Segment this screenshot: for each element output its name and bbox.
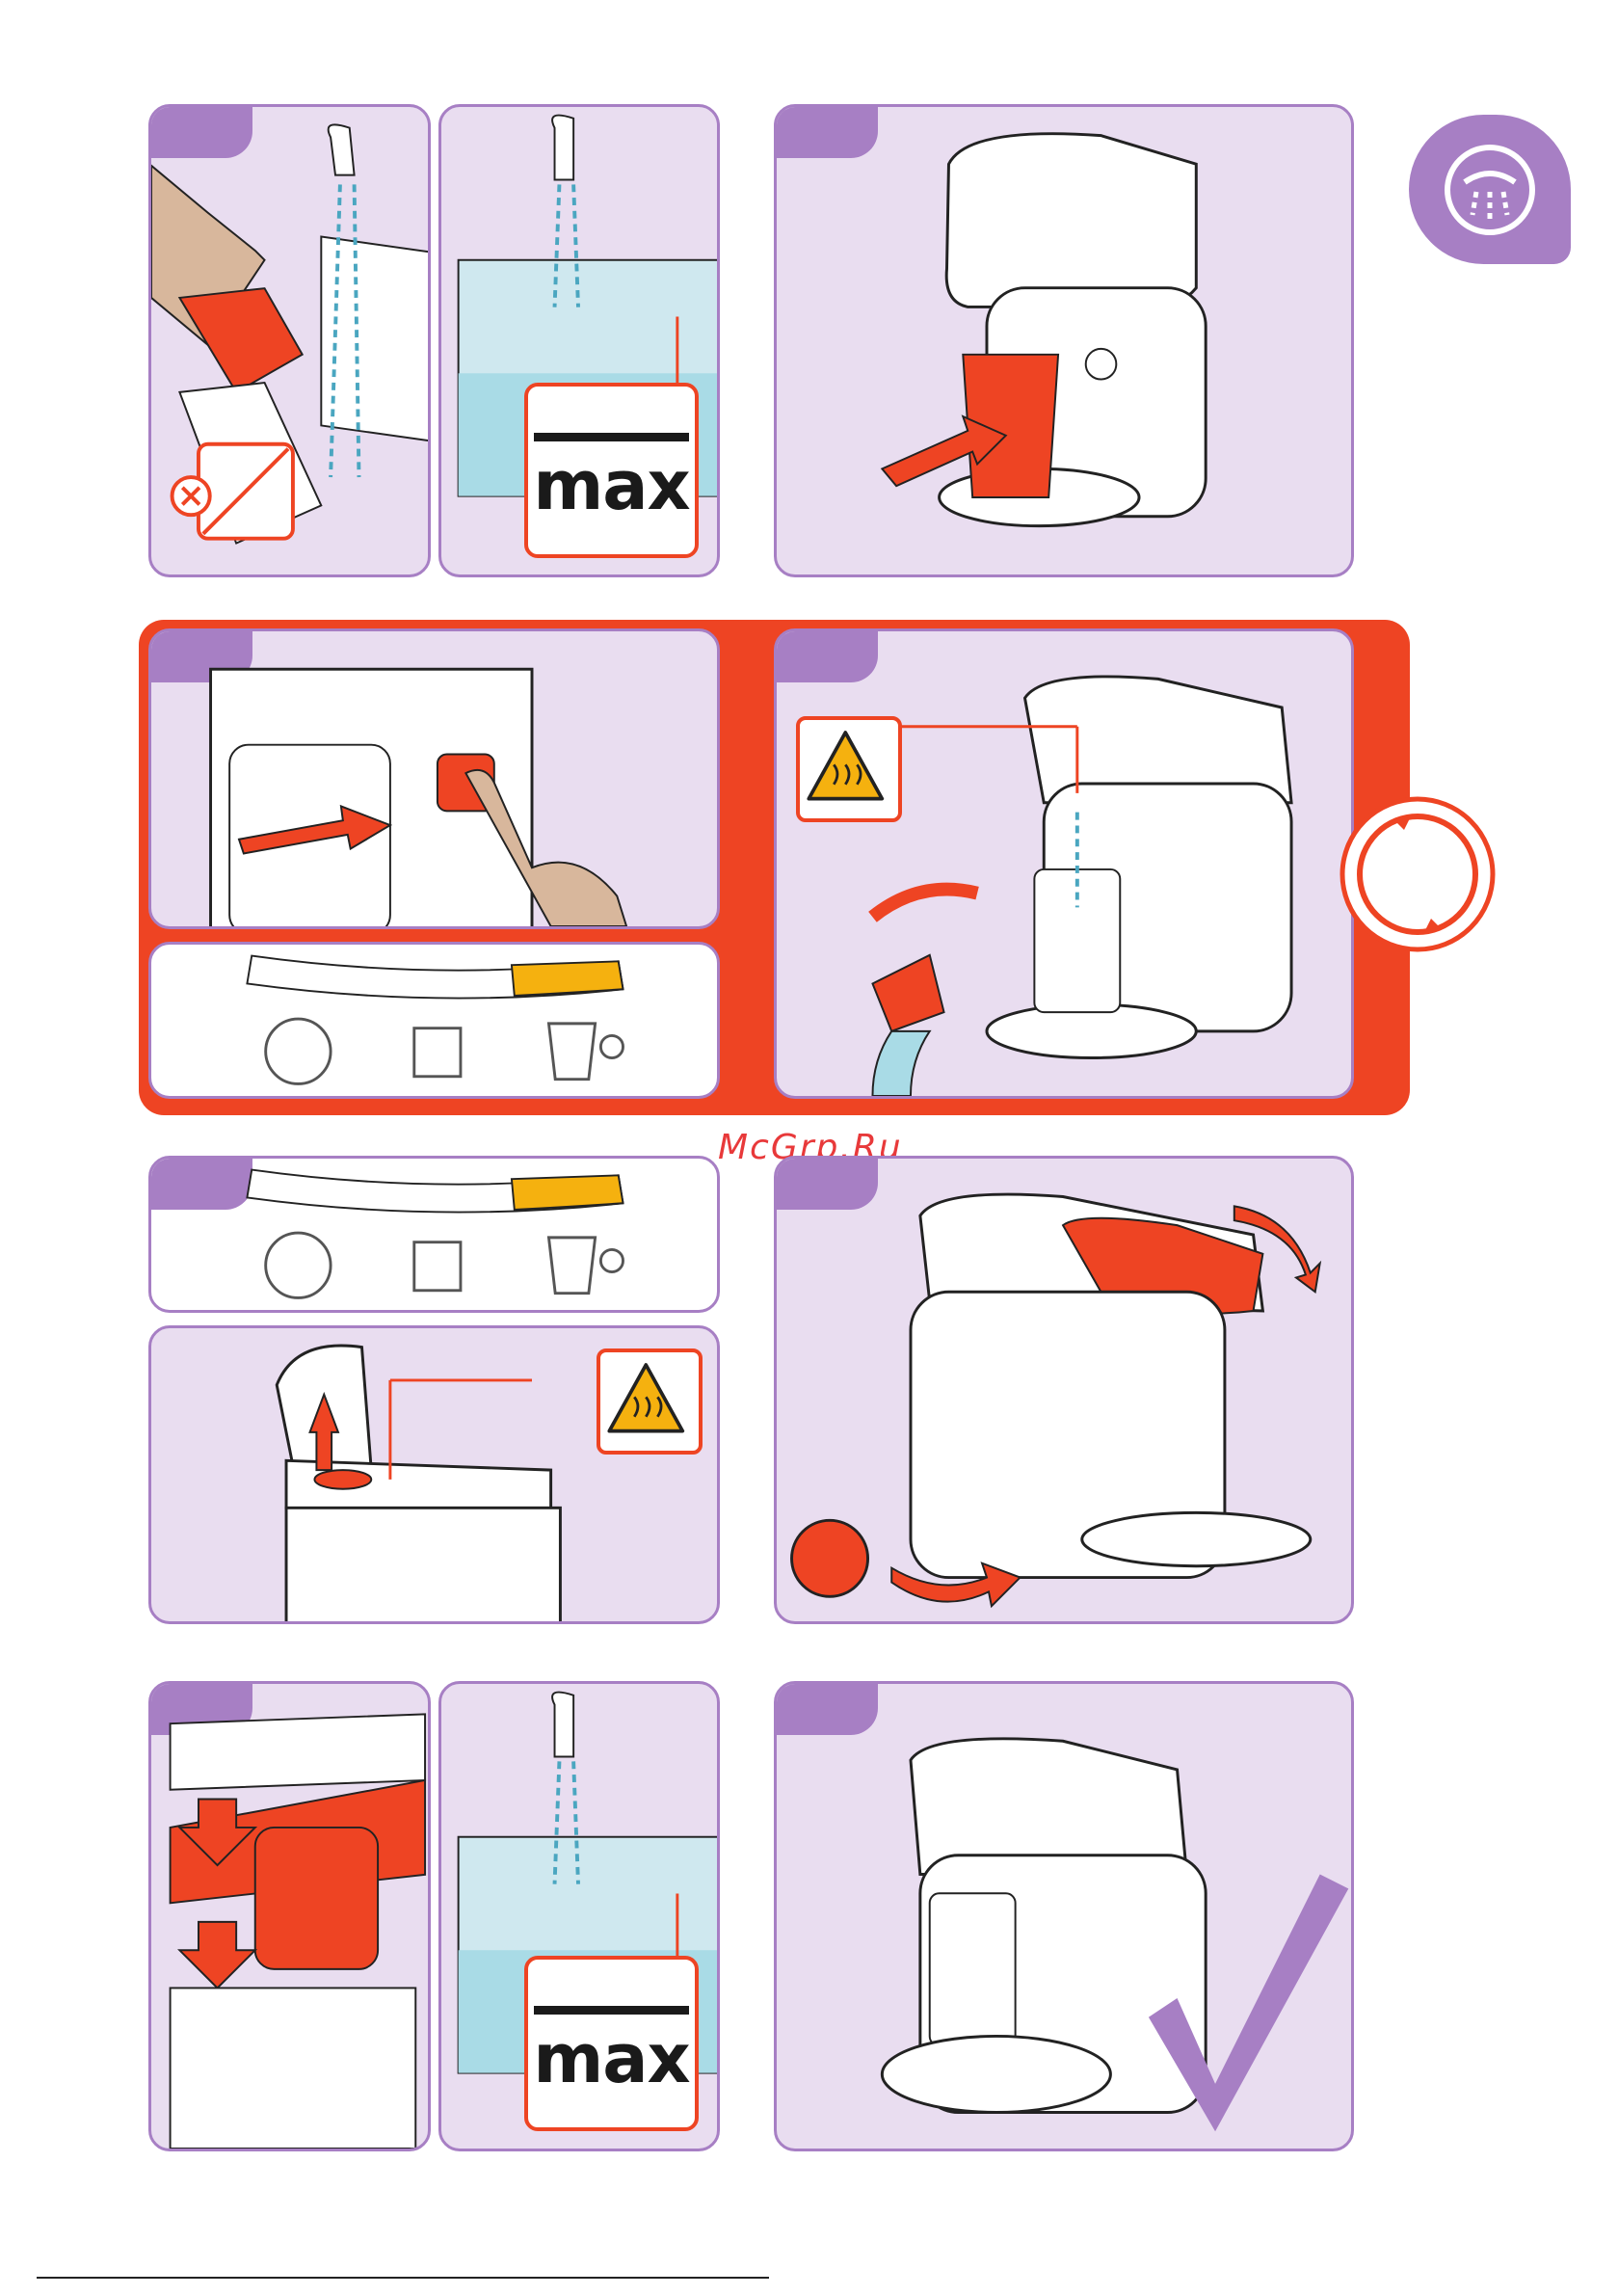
cup-icon <box>548 1238 595 1294</box>
max-fill-label: max <box>524 1956 699 2131</box>
max-line <box>534 2006 689 2015</box>
water-tank-icon <box>414 1028 461 1077</box>
place-cup-illustration <box>777 107 1351 574</box>
status-indicator-finished <box>148 1156 720 1313</box>
rinse-tank-illustration <box>151 107 428 574</box>
insert-filter-illustration <box>151 1684 428 2149</box>
step-open-lid <box>148 1325 720 1624</box>
indicator-strip <box>151 945 717 1096</box>
step-rinse-tank <box>148 104 431 577</box>
descale-icon <box>266 1233 331 1297</box>
step-place-cup <box>774 104 1354 577</box>
hot-surface-warning-icon <box>796 716 902 822</box>
step-close-lid <box>774 1156 1354 1624</box>
indicator-strip <box>151 1159 717 1310</box>
hot-surface-warning-icon <box>597 1348 703 1455</box>
step-refill-tank: max <box>438 1681 720 2151</box>
footer-rule <box>37 2277 769 2279</box>
max-line <box>534 433 689 441</box>
ready-illustration <box>777 1684 1351 2149</box>
cup-icon <box>548 1024 595 1080</box>
max-text: max <box>528 2019 695 2098</box>
status-indicator-blinking <box>148 942 720 1099</box>
step-fill-tank: max <box>438 104 720 577</box>
descale-icon <box>1409 115 1571 264</box>
step-descale-rinse <box>774 628 1354 1099</box>
close-lid-illustration <box>777 1159 1351 1621</box>
descale-icon <box>266 1019 331 1083</box>
max-fill-label: max <box>524 383 699 558</box>
max-text: max <box>528 446 695 525</box>
water-tank-icon <box>414 1242 461 1291</box>
step-press-button <box>148 628 720 929</box>
step-insert-filter <box>148 1681 431 2151</box>
step-ready <box>774 1681 1354 2151</box>
descale-corner-badge <box>1409 115 1571 264</box>
descale-rinse-illustration <box>777 631 1351 1096</box>
press-button-illustration <box>151 631 717 926</box>
repeat-cycle-icon <box>1339 795 1497 953</box>
